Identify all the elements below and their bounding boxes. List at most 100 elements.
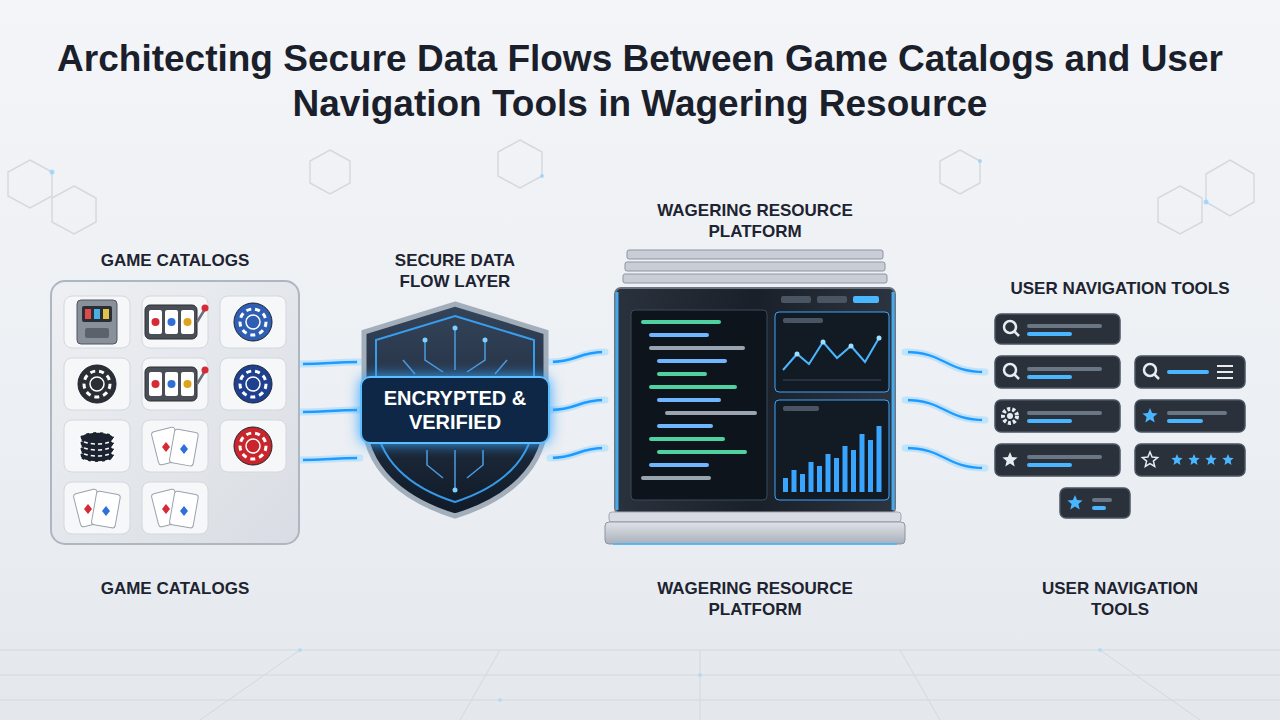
flow-glow bbox=[300, 362, 360, 364]
illustration-part bbox=[202, 366, 209, 373]
illustration-part bbox=[995, 356, 1120, 388]
illustration-part bbox=[165, 310, 178, 334]
flow-line bbox=[905, 448, 985, 468]
illustration-part bbox=[1027, 419, 1072, 423]
illustration-part bbox=[149, 310, 162, 334]
illustration-part bbox=[657, 450, 747, 454]
data-flow-connector bbox=[297, 359, 363, 463]
illustration-part bbox=[851, 450, 856, 492]
illustration-part bbox=[1014, 331, 1019, 336]
illustration-part bbox=[1003, 409, 1017, 423]
illustration-part bbox=[1217, 365, 1233, 367]
navigation-tools: USER NAVIGATION TOOLS bbox=[985, 278, 1255, 532]
illustration-part bbox=[657, 398, 721, 402]
flow-dot bbox=[547, 455, 553, 461]
illustration-part bbox=[649, 385, 737, 389]
catalog-shape bbox=[50, 280, 300, 545]
illustration-part bbox=[80, 432, 114, 444]
illustration-part bbox=[8, 160, 52, 208]
illustration-part bbox=[781, 296, 811, 303]
flow-dot bbox=[902, 349, 908, 355]
flow-line bbox=[300, 458, 360, 460]
illustration-part bbox=[162, 442, 170, 452]
illustration-part bbox=[298, 648, 302, 652]
flow-dot bbox=[602, 349, 608, 355]
illustration-part bbox=[142, 420, 208, 472]
illustration-part bbox=[50, 159, 1209, 205]
illustration-part bbox=[1135, 400, 1245, 432]
illustration-part bbox=[84, 504, 92, 514]
illustration-part bbox=[995, 314, 1120, 344]
flow-dot bbox=[602, 445, 608, 451]
illustration-part bbox=[657, 359, 727, 363]
illustration-part bbox=[454, 450, 456, 490]
section-label: WAGERING RESOURCE PLATFORM bbox=[635, 578, 875, 621]
illustration-part bbox=[0, 700, 1280, 701]
illustration-part bbox=[868, 440, 873, 492]
data-flow-connector bbox=[902, 349, 988, 471]
illustration-part bbox=[483, 338, 488, 343]
illustration-part bbox=[1007, 413, 1013, 419]
illustration-part bbox=[1027, 375, 1072, 379]
illustration-part bbox=[817, 466, 822, 492]
illustration-part bbox=[50, 170, 55, 175]
illustration-part bbox=[91, 490, 121, 528]
illustration-part bbox=[849, 344, 854, 349]
flow-dot bbox=[982, 417, 988, 423]
illustration-part bbox=[151, 488, 199, 528]
flow-dot bbox=[357, 455, 363, 461]
illustration-part bbox=[775, 312, 889, 392]
illustration-part bbox=[540, 174, 544, 178]
illustration-part bbox=[162, 504, 170, 514]
illustration-part bbox=[809, 462, 814, 492]
illustration-part bbox=[821, 340, 826, 345]
illustration-part bbox=[0, 650, 1280, 651]
illustration-part bbox=[234, 365, 272, 403]
flow-glow bbox=[905, 400, 985, 420]
illustration-part bbox=[627, 250, 883, 259]
illustration-part bbox=[623, 274, 887, 283]
nav-illustration bbox=[985, 308, 1255, 533]
illustration-part bbox=[783, 478, 788, 492]
illustration-part bbox=[1154, 374, 1159, 379]
flow-dot bbox=[982, 465, 988, 471]
illustration-part bbox=[995, 444, 1120, 476]
illustration-part bbox=[234, 427, 272, 465]
illustration-part bbox=[1014, 374, 1019, 379]
illustration-part bbox=[64, 420, 130, 472]
illustration-part bbox=[52, 186, 96, 234]
shield-shape: ENCRYPTED & VERIFIED bbox=[360, 300, 550, 520]
illustration-part bbox=[1158, 186, 1202, 234]
illustration-part bbox=[498, 698, 502, 702]
illustration-part bbox=[220, 420, 286, 472]
illustration-part bbox=[853, 296, 879, 303]
illustration-part bbox=[834, 458, 839, 492]
illustration-part bbox=[1167, 419, 1203, 423]
data-flow-connector bbox=[547, 349, 608, 461]
flow-line bbox=[905, 400, 985, 420]
illustration-part bbox=[1188, 454, 1199, 465]
flow-line bbox=[905, 352, 985, 372]
server-illustration bbox=[605, 250, 905, 550]
flow-glow bbox=[550, 448, 605, 458]
illustration-part bbox=[82, 306, 112, 322]
illustration-part bbox=[423, 338, 428, 343]
illustration-part bbox=[454, 328, 456, 370]
illustration-part bbox=[631, 310, 767, 500]
illustration-part bbox=[1167, 411, 1227, 415]
illustration-part bbox=[1002, 452, 1017, 467]
badge-label: ENCRYPTED & VERIFIED bbox=[360, 376, 550, 444]
illustration-part bbox=[152, 318, 160, 326]
illustration-part bbox=[298, 648, 1102, 702]
catalog-illustration bbox=[50, 280, 300, 545]
illustration-part bbox=[1135, 356, 1245, 388]
illustration-part bbox=[467, 450, 483, 478]
flow-dot bbox=[982, 369, 988, 375]
illustration-part bbox=[795, 352, 800, 357]
illustration-part bbox=[649, 333, 709, 337]
illustration-part bbox=[1027, 455, 1102, 459]
illustration-part bbox=[783, 318, 823, 323]
illustration-part bbox=[641, 320, 721, 324]
illustration-part bbox=[145, 305, 197, 339]
illustration-part bbox=[220, 358, 286, 410]
